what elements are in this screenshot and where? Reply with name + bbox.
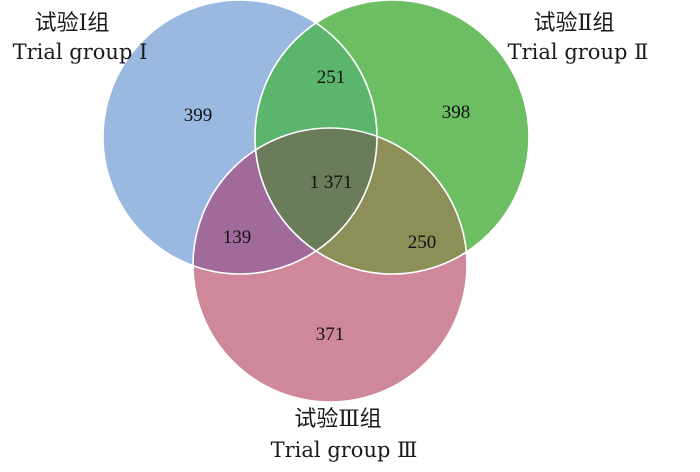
region-b-only-count: 398	[442, 102, 471, 123]
region-a-only-count: 399	[184, 105, 213, 126]
region-ac-count: 139	[223, 227, 252, 248]
set-b-title-cn: 试验Ⅱ组	[534, 11, 615, 36]
region-bc-count: 250	[408, 232, 437, 253]
set-c-title-cn: 试验Ⅲ组	[294, 407, 381, 432]
set-b-outline	[254, 0, 530, 275]
set-b-title-en: Trial group Ⅱ	[508, 40, 649, 64]
set-a-title-en: Trial group Ⅰ	[13, 40, 148, 64]
region-c-only-count: 371	[316, 324, 345, 345]
region-ab-count: 251	[317, 67, 346, 88]
region-abc-count: 1 371	[310, 172, 353, 193]
set-c-title-en: Trial group Ⅲ	[271, 438, 418, 462]
set-a-title-cn: 试验Ⅰ组	[35, 11, 110, 36]
set-c-outline	[192, 127, 468, 403]
